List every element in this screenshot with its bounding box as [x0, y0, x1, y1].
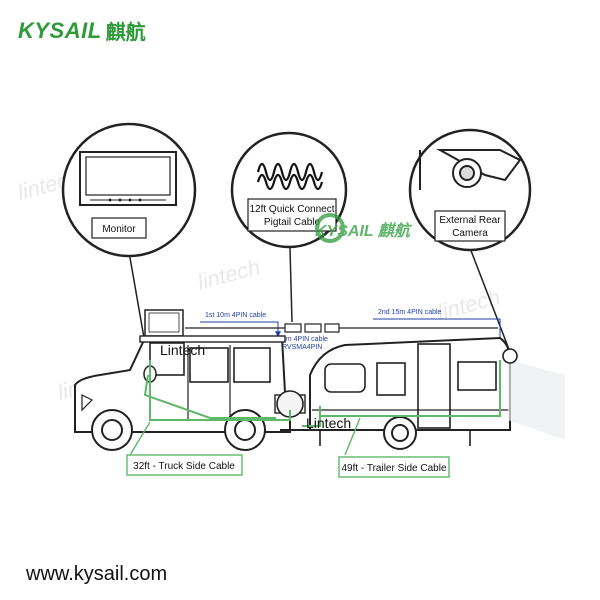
- website-url: www.kysail.com: [26, 563, 168, 585]
- first-cable-label: 1st 10m 4PIN cable: [205, 312, 266, 319]
- monitor-icon: [79, 151, 177, 206]
- brand-logo: KYSAIL 麒航: [18, 16, 146, 45]
- pigtail-label-line1: 12ft Quick Connect: [249, 204, 334, 215]
- svg-text:32ft - Truck Side Cable: 32ft - Truck Side Cable: [133, 461, 235, 472]
- trailer-side-label: 49ft - Trailer Side Cable: [338, 417, 450, 478]
- camera-icon: [419, 149, 522, 190]
- coiled-cable-icon: [256, 162, 324, 191]
- trailer-brand-label: Lintech: [306, 415, 351, 431]
- camera-callout: External Rear Camera: [408, 128, 532, 353]
- center-watermark: KYSAIL 麒航: [315, 213, 413, 243]
- trailer-rear-camera: [502, 348, 565, 440]
- quick-connectors: [185, 323, 498, 333]
- brand-name-cn: 麒航: [105, 20, 146, 44]
- camera-label-line2: Camera: [452, 228, 488, 239]
- truck-side-label: 32ft - Truck Side Cable: [126, 421, 243, 476]
- brand-name: KYSAIL: [18, 17, 102, 43]
- cable-route: [143, 360, 501, 427]
- watermark-brand: KYSAIL 麒航: [315, 222, 413, 240]
- monitor-label: Monitor: [102, 224, 136, 235]
- monitor-callout: Monitor: [61, 122, 197, 373]
- watermark-text: lintech: [195, 254, 263, 295]
- pigtail-callout: 12ft Quick Connect Pigtail Cable: [230, 131, 348, 323]
- dash-monitor-icon: [144, 309, 184, 337]
- pigtail-label-line2: Pigtail Cable: [264, 217, 321, 228]
- truck-illustration: [74, 335, 306, 451]
- second-cable-label: 2nd 15m 4PIN cable: [378, 309, 442, 316]
- camera-label-line1: External Rear: [439, 215, 501, 226]
- trailer-illustration: [280, 336, 511, 450]
- svg-text:49ft - Trailer Side Cable: 49ft - Trailer Side Cable: [341, 463, 446, 474]
- camera-icon: [502, 348, 518, 364]
- pin5-label-line2: RVSMA4PIN: [282, 344, 322, 351]
- pin5-label-line1: 5m 4PIN cable: [282, 336, 328, 343]
- truck-brand-label: Lintech: [160, 342, 205, 358]
